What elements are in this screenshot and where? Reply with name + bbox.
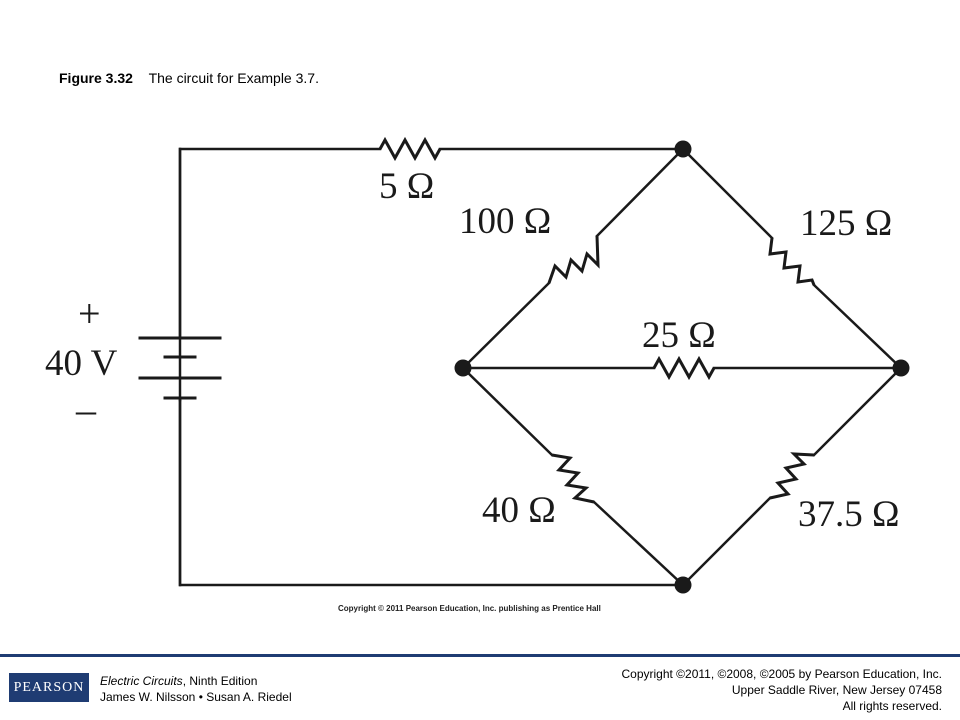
resistor-lower-right (769, 452, 815, 500)
label-resistor-series: 5 Ω (379, 166, 434, 207)
branch-lower-left (461, 366, 685, 587)
wire-lower-left-a (461, 366, 554, 457)
wire-lower-right-b (812, 366, 903, 457)
label-resistor-lower-right: 37.5 Ω (798, 494, 900, 535)
publisher-copyright: Copyright ©2011, ©2008, ©2005 by Pearson… (621, 667, 942, 681)
wire-lower-right-a (681, 496, 772, 587)
label-resistor-lower-left: 40 Ω (482, 490, 556, 531)
branch-upper-right (681, 147, 903, 370)
resistor-upper-left (547, 235, 600, 284)
wire-upper-right-a (681, 147, 774, 240)
wire-upper-left-b (595, 147, 685, 238)
source-plus-sign: + (78, 291, 101, 336)
book-edition: , Ninth Edition (182, 674, 258, 688)
branch-upper-left (461, 147, 685, 370)
circuit-diagram: + 40 V – 5 Ω 100 Ω 125 Ω 25 Ω 40 Ω 37.5 … (45, 136, 910, 613)
node-left (454, 359, 472, 377)
wire-top (178, 147, 382, 402)
book-authors: James W. Nilsson • Susan A. Riedel (100, 690, 292, 704)
source-voltage-label: 40 V (45, 343, 118, 384)
label-resistor-upper-right: 125 Ω (800, 203, 892, 244)
label-resistor-middle: 25 Ω (642, 315, 716, 356)
book-title-line: Electric Circuits, Ninth Edition (100, 673, 292, 689)
wire-lower-left-b (592, 500, 685, 587)
resistor-series (378, 136, 442, 162)
voltage-source-symbol (138, 147, 222, 587)
figure-label: Figure 3.32 (59, 70, 133, 86)
figure-caption: Figure 3.32 The circuit for Example 3.7. (59, 70, 319, 86)
source-minus-sign: – (75, 387, 97, 432)
resistor-upper-right (768, 237, 816, 286)
publisher-address: Upper Saddle River, New Jersey 07458 (731, 683, 942, 697)
publisher-info: Copyright ©2011, ©2008, ©2005 by Pearson… (621, 666, 942, 714)
wire-upper-right-b (812, 283, 903, 370)
figure-copyright: Copyright © 2011 Pearson Education, Inc.… (338, 604, 601, 613)
branch-lower-right (681, 366, 903, 587)
book-title: Electric Circuits (100, 674, 183, 688)
label-resistor-upper-left: 100 Ω (459, 201, 551, 242)
node-top (674, 140, 692, 158)
footer-divider (0, 654, 960, 657)
publisher-rights: All rights reserved. (842, 699, 942, 713)
resistor-lower-left (551, 453, 595, 504)
figure-title: The circuit for Example 3.7. (148, 70, 319, 86)
pearson-logo: PEARSON (9, 673, 89, 702)
wire-upper-left-a (461, 281, 551, 370)
node-bottom (674, 576, 692, 594)
node-right (892, 359, 910, 377)
book-info: Electric Circuits, Ninth Edition James W… (100, 673, 292, 705)
branch-middle (461, 355, 903, 381)
resistor-middle (652, 355, 716, 381)
logo-text: PEARSON (13, 679, 85, 695)
wire-bottom (178, 396, 685, 587)
